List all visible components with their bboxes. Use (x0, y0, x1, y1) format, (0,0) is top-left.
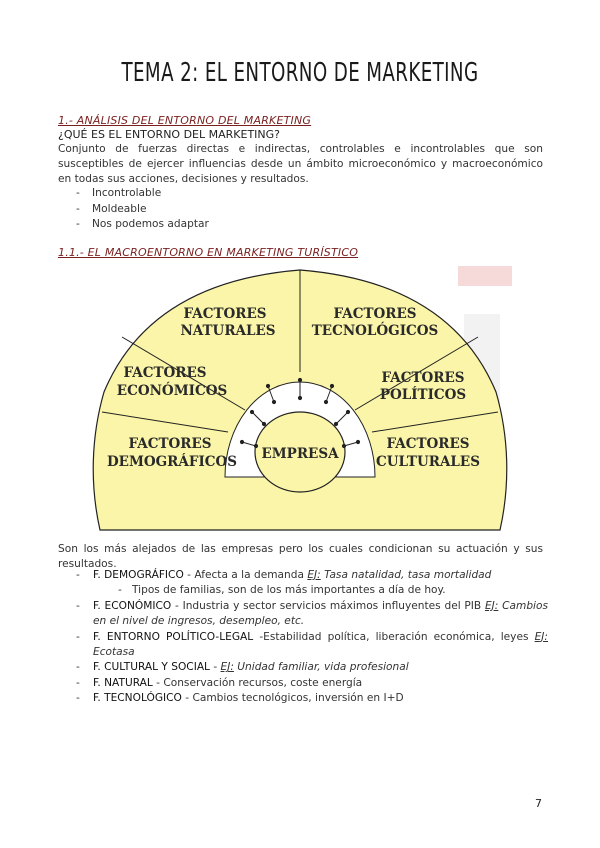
list-item: Moldeable (58, 202, 209, 218)
sector-demograficos-line2: DEMOGRÁFICOS (107, 454, 237, 470)
sector-demograficos-line1: FACTORES (128, 436, 211, 452)
sector-naturales-line1: FACTORES (183, 306, 266, 322)
decorative-block (458, 266, 512, 286)
center-label: EMPRESA (261, 446, 339, 462)
double-arrow-icon (267, 385, 275, 403)
factor-demografico-sub: Tipos de familias, son de los más import… (58, 583, 548, 599)
list-item: Incontrolable (58, 186, 209, 202)
sector-tecnologicos-line2: TECNOLÓGICOS (312, 322, 439, 339)
macro-paragraph: Son los más alejados de las empresas per… (58, 543, 543, 570)
section-heading-analisis: 1.- ANÁLISIS DEL ENTORNO DEL MARKETING (58, 114, 312, 127)
sector-politicos-line2: POLÍTICOS (380, 387, 466, 403)
double-arrow-icon (251, 411, 265, 425)
double-arrow-icon (241, 441, 257, 447)
page-title: TEMA 2: EL ENTORNO DE MARKETING (121, 58, 479, 88)
sector-culturales-line2: CULTURALES (376, 454, 480, 470)
factors-list: F. DEMOGRÁFICO - Afecta a la demanda EJ:… (58, 568, 548, 707)
macroenvironment-diagram: EMPRESA FACTORES NATURALES FACTORES TECN… (92, 266, 512, 531)
sector-politicos-line1: FACTORES (381, 370, 464, 386)
sector-tecnologicos-line1: FACTORES (333, 306, 416, 322)
arrows-group (239, 377, 361, 449)
factor-demografico: F. DEMOGRÁFICO - Afecta a la demanda EJ:… (58, 568, 548, 584)
characteristics-list: Incontrolable Moldeable Nos podemos adap… (58, 186, 209, 233)
page-number: 7 (535, 797, 542, 810)
factor-economico: F. ECONÓMICO - Industria y sector servic… (58, 599, 548, 630)
double-arrow-icon (325, 385, 333, 403)
divider (354, 336, 479, 411)
double-arrow-icon (335, 411, 349, 425)
sector-culturales-line1: FACTORES (386, 436, 469, 452)
section-heading-macroentorno: 1.1.- EL MACROENTORNO EN MARKETING TURÍS… (58, 246, 359, 259)
list-item: Nos podemos adaptar (58, 217, 209, 233)
sector-economicos-line1: FACTORES (123, 365, 206, 381)
center-circle (254, 411, 346, 493)
sector-naturales-line2: NATURALES (180, 323, 275, 339)
intro-paragraph: Conjunto de fuerzas directas e indirecta… (58, 143, 543, 185)
factor-politico-legal: F. ENTORNO POLÍTICO-LEGAL -Estabilidad p… (58, 630, 548, 661)
divider (121, 336, 246, 411)
factor-natural: F. NATURAL - Conservación recursos, cost… (58, 676, 548, 692)
double-arrow-icon (343, 441, 359, 447)
divider (101, 411, 229, 433)
divider (371, 411, 499, 433)
factor-cultural-social: F. CULTURAL Y SOCIAL - EJ: Unidad famili… (58, 660, 548, 676)
factor-tecnologico: F. TECNOLÓGICO - Cambios tecnológicos, i… (58, 691, 548, 707)
sector-economicos-line2: ECONÓMICOS (117, 382, 227, 399)
section-question: ¿QUÉ ES EL ENTORNO DEL MARKETING? (58, 128, 281, 141)
